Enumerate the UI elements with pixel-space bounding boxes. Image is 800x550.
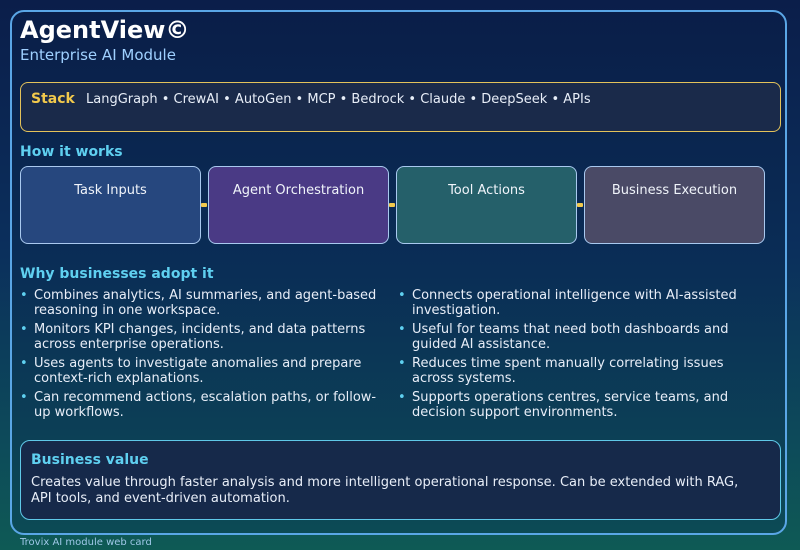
flow-connector — [201, 203, 207, 207]
bullet-icon: • — [398, 288, 406, 303]
why-adopt-heading: Why businesses adopt it — [20, 266, 214, 282]
bullet-icon: • — [20, 322, 28, 337]
benefits-list-left: •Combines analytics, AI summaries, and a… — [20, 288, 380, 424]
list-item: •Can recommend actions, escalation paths… — [20, 390, 377, 420]
how-it-works-heading: How it works — [20, 144, 123, 160]
benefits-list-right: •Connects operational intelligence with … — [398, 288, 758, 424]
business-value-text: Creates value through faster analysis an… — [31, 475, 739, 506]
business-value-panel: Business value Creates value through fas… — [20, 440, 781, 520]
bullet-icon: • — [398, 356, 406, 371]
flow-step-business-execution: Business Execution — [584, 166, 765, 244]
bullet-icon: • — [398, 390, 406, 405]
list-item: •Reduces time spent manually correlating… — [398, 356, 724, 386]
bullet-icon: • — [20, 356, 28, 371]
page-title: AgentView© — [20, 16, 190, 44]
flow-step-label: Agent Orchestration — [232, 183, 365, 198]
stack-items: LangGraph • CrewAI • AutoGen • MCP • Bed… — [86, 92, 591, 107]
stack-label: Stack — [31, 91, 75, 107]
bullet-icon: • — [20, 390, 28, 405]
list-item: •Supports operations centres, service te… — [398, 390, 729, 420]
business-value-heading: Business value — [31, 452, 149, 468]
list-item: •Connects operational intelligence with … — [398, 288, 737, 318]
flow-step-agent-orchestration: Agent Orchestration — [208, 166, 389, 244]
flow-connector — [577, 203, 583, 207]
list-item: •Uses agents to investigate anomalies an… — [20, 356, 362, 386]
footer-caption: Trovix AI module web card — [20, 537, 152, 548]
bullet-icon: • — [398, 322, 406, 337]
stack-panel: Stack LangGraph • CrewAI • AutoGen • MCP… — [20, 82, 781, 132]
flow-step-tool-actions: Tool Actions — [396, 166, 577, 244]
page-subtitle: Enterprise AI Module — [20, 46, 176, 64]
list-item: •Useful for teams that need both dashboa… — [398, 322, 729, 352]
list-item: •Combines analytics, AI summaries, and a… — [20, 288, 377, 318]
flow-step-label: Tool Actions — [448, 183, 525, 198]
flow-step-label: Business Execution — [611, 183, 738, 198]
flow-step-task-inputs: Task Inputs — [20, 166, 201, 244]
flow-step-label: Task Inputs — [74, 183, 147, 198]
list-item: •Monitors KPI changes, incidents, and da… — [20, 322, 366, 352]
bullet-icon: • — [20, 288, 28, 303]
flow-connector — [389, 203, 395, 207]
